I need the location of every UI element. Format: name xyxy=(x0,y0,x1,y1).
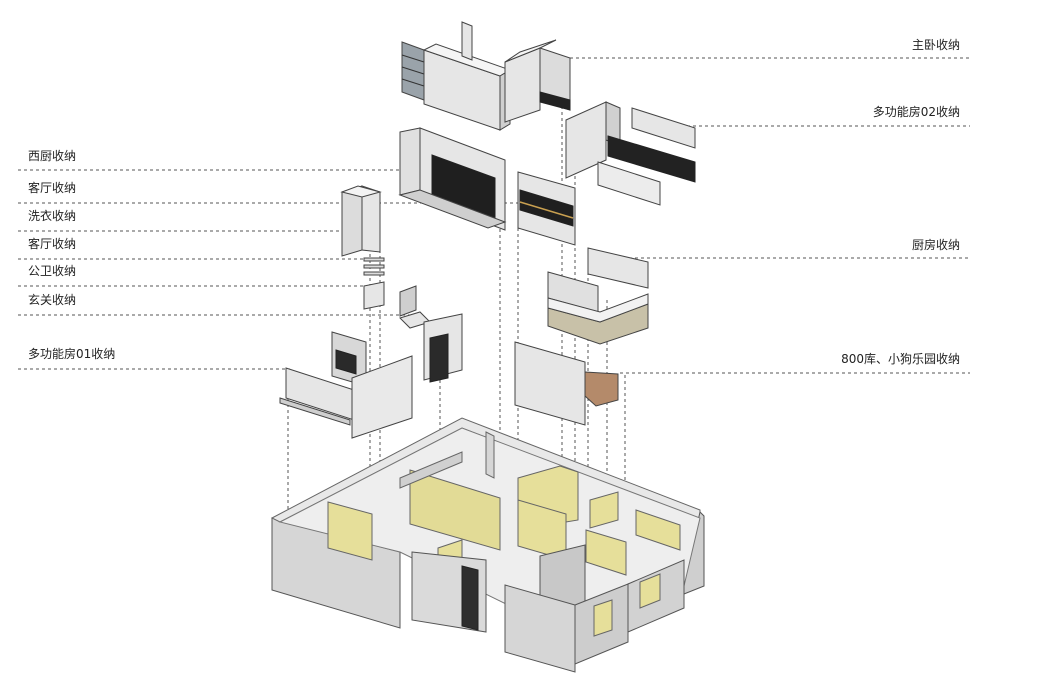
label-western-kitchen: 西厨收纳 xyxy=(28,149,77,163)
kitchen-cabinets xyxy=(547,247,649,345)
living-room-a-cabinets xyxy=(517,171,576,246)
label-entrance: 玄关收纳 xyxy=(28,293,77,307)
label-laundry: 洗衣收纳 xyxy=(28,209,77,223)
laundry-cabinet xyxy=(340,185,382,257)
label-living-room-a: 客厅收纳 xyxy=(28,181,77,195)
label-multi-room-02: 多功能房02收纳 xyxy=(872,105,960,119)
label-living-room-b: 客厅收纳 xyxy=(28,237,77,251)
floor-plan-model xyxy=(270,417,705,673)
living-room-b-shelves xyxy=(363,257,385,276)
public-bathroom-cabinet xyxy=(363,281,385,310)
multi-room-01-cabinets xyxy=(279,331,413,439)
label-public-bathroom: 公卫收纳 xyxy=(28,264,77,278)
label-kitchen: 厨房收纳 xyxy=(911,238,960,252)
master-bedroom-wardrobe-b xyxy=(504,39,571,123)
garage-dog-park-cabinets xyxy=(514,341,619,426)
western-kitchen-cabinets xyxy=(398,127,507,231)
label-garage-dog-park: 800库、小狗乐园收纳 xyxy=(841,352,960,366)
entrance-cabinets xyxy=(399,285,463,383)
multi-room-02-cabinets xyxy=(565,101,696,206)
master-bedroom-wardrobe-a xyxy=(401,21,512,131)
label-master-bedroom: 主卧收纳 xyxy=(911,38,960,52)
label-multi-room-01: 多功能房01收纳 xyxy=(28,347,116,361)
